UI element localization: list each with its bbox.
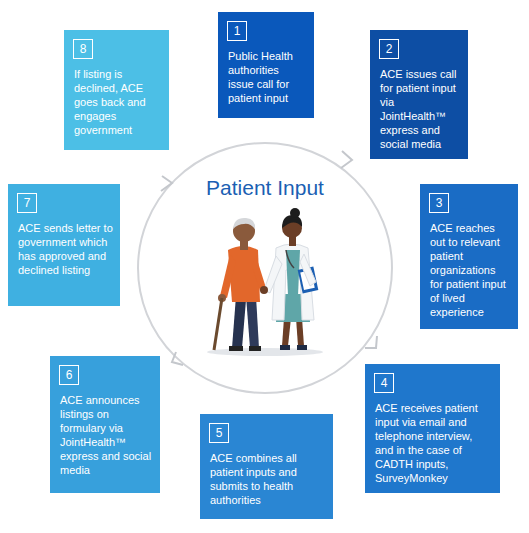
step-text: ACE reaches out to relevant patient orga… [430, 221, 511, 319]
step-number: 8 [73, 39, 93, 59]
step-box: 3ACE reaches out to relevant patient org… [420, 184, 518, 329]
step-text: If listing is declined, ACE goes back an… [74, 67, 162, 137]
cycle-arrowhead [172, 352, 183, 365]
people-illustration [207, 208, 323, 356]
step-number: 5 [209, 423, 229, 443]
step-number: 6 [59, 365, 79, 385]
cycle-arrowhead [365, 336, 377, 348]
step-text: ACE sends letter to government which has… [18, 221, 113, 277]
cycle-arrowhead [161, 176, 172, 191]
cycle-arrowhead [341, 151, 352, 168]
step-number: 1 [227, 21, 247, 41]
step-number: 3 [429, 193, 449, 213]
step-number: 2 [379, 39, 399, 59]
step-text: ACE announces listings on formulary via … [60, 393, 153, 477]
step-text: ACE receives patient input via email and… [375, 401, 493, 485]
step-number: 7 [17, 193, 37, 213]
step-text: ACE combines all patient inputs and subm… [210, 451, 326, 507]
step-box: 4ACE receives patient input via email an… [365, 364, 500, 493]
diagram-title: Patient Input [165, 176, 365, 200]
step-box: 6ACE announces listings on formulary via… [50, 356, 160, 493]
step-box: 7ACE sends letter to government which ha… [8, 184, 120, 306]
step-box: 1Public Health authorities issue call fo… [218, 12, 314, 118]
step-box: 5ACE combines all patient inputs and sub… [200, 414, 333, 519]
step-box: 8 If listing is declined, ACE goes back a… [64, 30, 169, 150]
step-number: 4 [374, 373, 394, 393]
step-text: ACE issues call for patient input via Jo… [380, 67, 461, 151]
step-box: 2ACE issues call for patient input via J… [370, 30, 468, 159]
step-text: Public Health authorities issue call for… [228, 49, 307, 105]
cycle-ring [138, 143, 392, 393]
